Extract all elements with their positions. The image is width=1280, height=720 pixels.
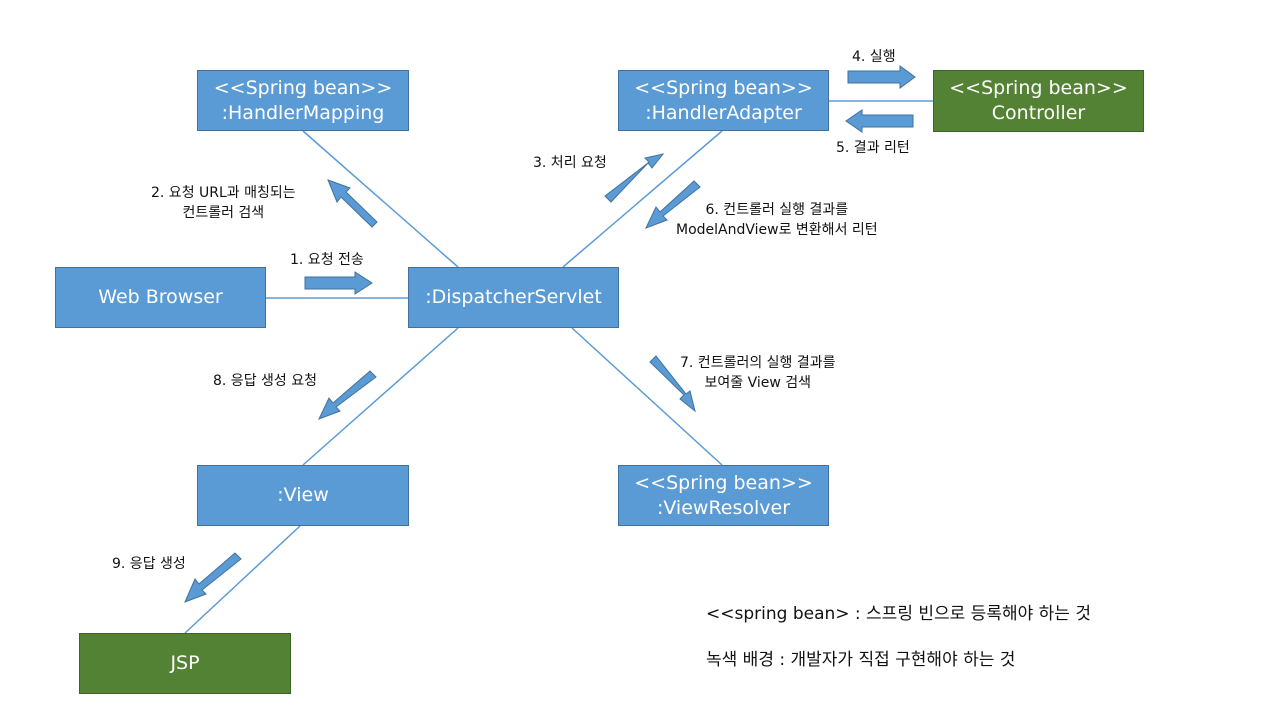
handler-mapping-name: :HandlerMapping <box>221 101 385 124</box>
connector-mapping-dispatcher <box>302 130 459 268</box>
arrow-step-8 <box>318 370 377 420</box>
connector-view-jsp <box>184 525 301 634</box>
step-4-label: 4. 실행 <box>852 49 896 65</box>
web-browser-name: Web Browser <box>98 286 223 308</box>
view-name: :View <box>277 484 329 506</box>
step-5-label: 5. 결과 리턴 <box>836 140 910 156</box>
step-6-label: 6. 컨트롤러 실행 결과를 ModelAndView로 변환해서 리턴 <box>676 202 878 238</box>
step-7-label: 7. 컨트롤러의 실행 결과를 보여줄 View 검색 <box>680 355 836 391</box>
connector-dispatcher-resolver <box>571 327 723 466</box>
step-9-label: 9. 응답 생성 <box>112 556 186 572</box>
arrow-step-7 <box>649 355 696 413</box>
connector-adapter-dispatcher <box>562 130 723 268</box>
handler-adapter-stereotype: <<Spring bean>> <box>634 76 813 99</box>
web-browser-box: Web Browser <box>55 267 266 328</box>
view-resolver-box: <<Spring bean>> :ViewResolver <box>618 465 829 526</box>
arrow-step-4 <box>847 65 916 89</box>
arrow-step-6 <box>645 180 701 229</box>
view-resolver-stereotype: <<Spring bean>> <box>634 471 813 494</box>
controller-box: <<Spring bean>> Controller <box>933 70 1144 132</box>
legend-spring-bean: <<spring bean> : 스프링 빈으로 등록해야 하는 것 <box>706 604 1091 624</box>
controller-name: Controller <box>991 102 1086 124</box>
view-resolver-name: :ViewResolver <box>656 496 791 519</box>
step-8-label: 8. 응답 생성 요청 <box>213 373 317 389</box>
jsp-box: JSP <box>79 633 291 694</box>
handler-adapter-name: :HandlerAdapter <box>645 101 802 124</box>
arrow-step-5 <box>845 109 914 133</box>
jsp-name: JSP <box>170 652 200 674</box>
controller-stereotype: <<Spring bean>> <box>949 77 1128 99</box>
step-1-label: 1. 요청 전송 <box>290 252 364 268</box>
legend-green-background: 녹색 배경 : 개발자가 직접 구현해야 하는 것 <box>706 650 1016 670</box>
connector-dispatcher-view <box>302 327 459 466</box>
step-2-label: 2. 요청 URL과 매칭되는 컨트롤러 검색 <box>151 185 296 221</box>
dispatcher-servlet-box: :DispatcherServlet <box>408 267 619 328</box>
step-3-label: 3. 처리 요청 <box>533 155 607 171</box>
arrow-step-1 <box>304 271 373 295</box>
handler-mapping-stereotype: <<Spring bean>> <box>213 76 393 99</box>
arrow-step-9 <box>184 552 242 603</box>
arrow-step-3 <box>604 153 665 203</box>
view-box: :View <box>197 465 409 526</box>
handler-adapter-box: <<Spring bean>> :HandlerAdapter <box>618 70 829 131</box>
handler-mapping-box: <<Spring bean>> :HandlerMapping <box>197 70 409 131</box>
arrow-step-2 <box>327 179 378 228</box>
dispatcher-servlet-name: :DispatcherServlet <box>425 286 602 308</box>
